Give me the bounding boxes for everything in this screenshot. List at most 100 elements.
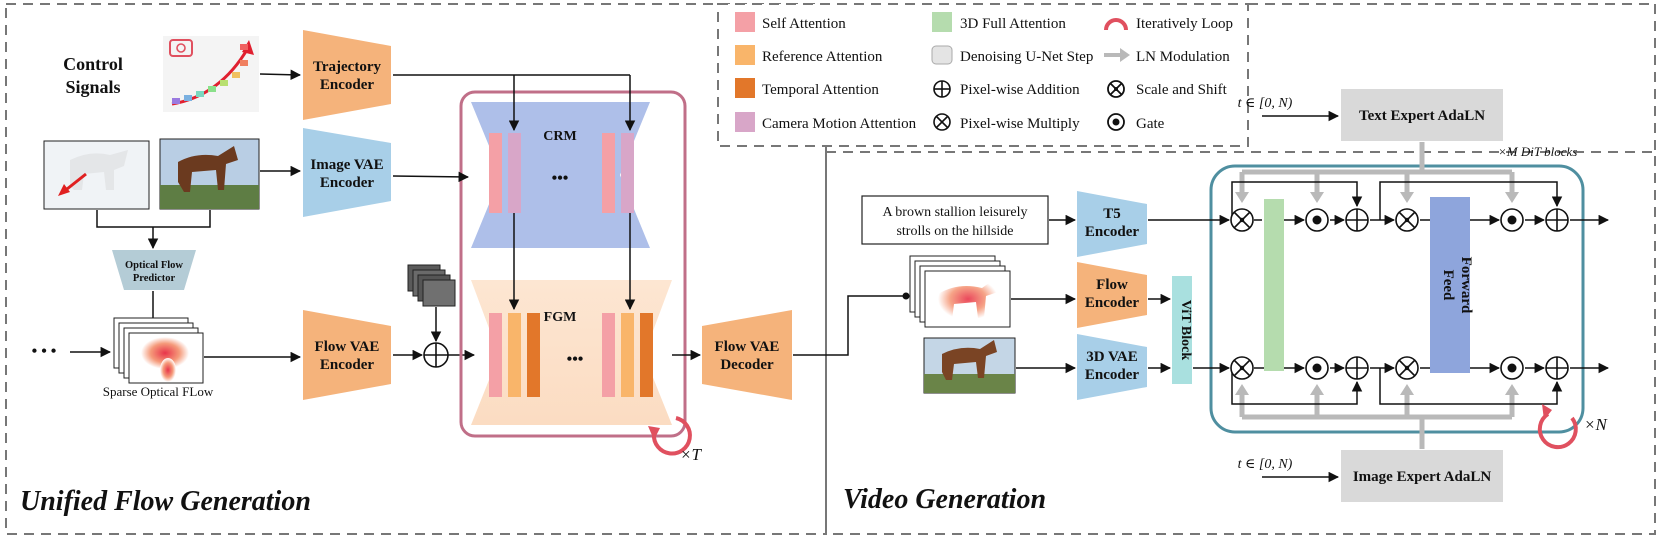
- trajectory-encoder-label: Trajectory: [313, 59, 382, 75]
- full-attention-3d-block: [1264, 199, 1284, 371]
- text-prompt-line-2: strolls on the hillside: [896, 224, 1013, 239]
- add-node-bottom-2: [1545, 356, 1569, 380]
- fgm-self-attention-1: [489, 313, 502, 397]
- flow-vae-encoder-label-2: Encoder: [320, 357, 375, 373]
- flow-vae-decoder-label-2: Decoder: [720, 357, 774, 373]
- crm-self-attention-1: [489, 133, 502, 213]
- text-expert-adaln-label: Text Expert AdaLN: [1359, 108, 1485, 124]
- ln-modulation-arrow-icon: [1104, 48, 1130, 62]
- legend-scale-and-shift: Scale and Shift: [1136, 82, 1228, 98]
- times-n-label: ×N: [1584, 415, 1608, 434]
- image-vae-encoder-label: Image VAE: [310, 157, 383, 173]
- times-t-label: ×T: [680, 445, 702, 464]
- fgm-temporal-attention-2: [640, 313, 653, 397]
- text-prompt-line-1: A brown stallion leisurely: [882, 205, 1027, 220]
- scale-shift-icon: [1107, 80, 1125, 98]
- add-node-top-1: [1345, 208, 1369, 232]
- legend-denoising-unet-step: Denoising U-Net Step: [960, 49, 1093, 65]
- legend-frame: [717, 3, 1249, 147]
- feed-forward-block: [1430, 197, 1470, 373]
- gate-node-bottom-2: [1500, 356, 1524, 380]
- flow-vae-encoder-label: Flow VAE: [315, 339, 380, 355]
- crm-self-attention-2: [602, 133, 615, 213]
- legend-swatch-temporal-attention: [735, 78, 755, 98]
- vit-block: [1172, 276, 1192, 384]
- trajectory-encoder-label-2: Encoder: [320, 77, 375, 93]
- left-ellipsis: • • •: [32, 343, 57, 360]
- optical-flow-predictor-label: Optical Flow: [125, 260, 183, 271]
- t-range-top: t ∈ [0, N): [1238, 96, 1293, 111]
- fgm-reference-attention-1: [508, 313, 521, 397]
- flow-vae-decoder: [702, 310, 792, 400]
- fgm-reference-attention-2: [621, 313, 634, 397]
- legend-reference-attention: Reference Attention: [762, 49, 883, 65]
- loop-arrow-icon: [1104, 18, 1128, 31]
- legend: Self Attention Reference Attention Tempo…: [735, 12, 1233, 132]
- add-node-bottom-1: [1345, 356, 1369, 380]
- trajectory-encoder: [303, 30, 391, 120]
- gate-node-top-1: [1305, 208, 1329, 232]
- sparse-optical-flow-label: Sparse Optical FLow: [103, 384, 214, 399]
- bottom-stream: [1231, 362, 1610, 405]
- t5-encoder-label: T5: [1103, 206, 1121, 222]
- scale-shift-node-top-1: [1230, 208, 1254, 232]
- image-vae-encoder-label-2: Encoder: [320, 175, 375, 191]
- legend-swatch-reference-attention: [735, 45, 755, 65]
- vae-encoder-3d-label: 3D VAE: [1086, 349, 1138, 365]
- flow-encoder-label-2: Encoder: [1085, 295, 1140, 311]
- text-expert-adaln: [1341, 89, 1503, 141]
- fgm-temporal-attention-1: [527, 313, 540, 397]
- noise-stack: [407, 264, 456, 307]
- t5-encoder-label-2: Encoder: [1085, 224, 1140, 240]
- legend-camera-motion-attention: Camera Motion Attention: [762, 116, 917, 132]
- pixel-multiply-icon: [933, 113, 951, 131]
- t5-encoder: [1077, 191, 1147, 257]
- legend-pixel-wise-addition: Pixel-wise Addition: [960, 82, 1080, 98]
- dit-blocks-label: ×M DiT blocks: [1498, 144, 1577, 159]
- crm-camera-motion-attention-2: [621, 133, 634, 213]
- image-expert-adaln: [1341, 450, 1503, 502]
- fgm-label: FGM: [544, 310, 577, 325]
- flow-encoder: [1077, 262, 1147, 328]
- legend-swatch-3d-full-attention: [932, 12, 952, 32]
- add-node-top-2: [1545, 208, 1569, 232]
- flow-video-stack: [909, 255, 1011, 328]
- legend-swatch-camera-motion-attention: [735, 112, 755, 132]
- scale-shift-node-bottom-2: [1395, 356, 1419, 380]
- crm-camera-motion-attention-1: [508, 133, 521, 213]
- legend-self-attention: Self Attention: [762, 16, 846, 32]
- scale-shift-node-top-2: [1395, 208, 1419, 232]
- vae-encoder-3d: [1077, 334, 1147, 400]
- flow-vae-decoder-label: Flow VAE: [715, 339, 780, 355]
- feed-forward-label: Feed: [1440, 270, 1456, 301]
- legend-ln-modulation: LN Modulation: [1136, 49, 1230, 65]
- vae-encoder-3d-label-2: Encoder: [1085, 367, 1140, 383]
- vit-block-label: ViT Block: [1178, 300, 1193, 361]
- horse-video-frame: [923, 337, 1016, 394]
- optical-flow-predictor-label-2: Predictor: [133, 273, 176, 284]
- loop-t-icon: [651, 416, 692, 456]
- unified-flow-section-frame: [5, 3, 827, 535]
- ln-modulation-top: [1239, 142, 1515, 196]
- legend-temporal-attention: Temporal Attention: [762, 82, 879, 98]
- fgm-self-attention-2: [602, 313, 615, 397]
- crm-label: CRM: [543, 129, 576, 144]
- flow-encoder-label: Flow: [1096, 277, 1128, 293]
- trajectory-image: [163, 36, 259, 112]
- legend-3d-full-attention: 3D Full Attention: [960, 16, 1066, 32]
- legend-iteratively-loop: Iteratively Loop: [1136, 16, 1233, 32]
- section-title-video-generation: Video Generation: [843, 484, 1046, 515]
- drag-input-image: [43, 140, 150, 210]
- feed-forward-label-2: Forward: [1458, 257, 1474, 314]
- dit-block-frame: [1209, 164, 1585, 434]
- legend-swatch-self-attention: [735, 12, 755, 32]
- control-signals-label: Control: [63, 54, 123, 74]
- pixel-add-icon: [933, 80, 951, 98]
- optical-flow-predictor: [112, 250, 196, 290]
- denoising-unet-frame: [459, 90, 687, 438]
- flow-vae-encoder: [303, 310, 391, 400]
- control-signals-label-2: Signals: [65, 77, 120, 97]
- section-title-unified-flow-generation: Unified Flow Generation: [20, 486, 311, 517]
- crm-ellipsis: •••: [552, 170, 569, 187]
